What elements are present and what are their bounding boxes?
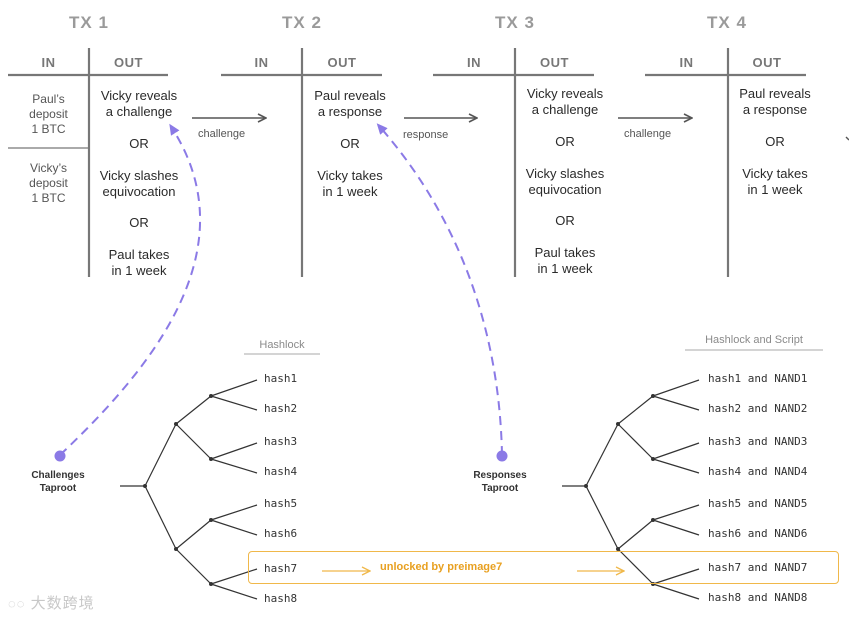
responses-root-dot <box>496 450 508 462</box>
tx2-title: TX 2 <box>282 13 322 32</box>
watermark-text: 大数跨境 <box>30 595 95 612</box>
challenges-merkle-tree <box>120 379 258 600</box>
hashlock-header: Hashlock <box>259 339 305 351</box>
challenges-root-dot <box>54 450 66 462</box>
tx3-title: TX 3 <box>495 13 535 32</box>
tx2-or-1: OR <box>340 136 360 151</box>
tx4-table-lines <box>645 48 806 277</box>
unlock-label: unlocked by preimage7 <box>380 561 503 573</box>
tx1-in-header: IN <box>41 55 56 70</box>
response-leaf-3: hash3 and NAND3 <box>708 435 808 448</box>
tx1-out-header: OUT <box>114 55 143 70</box>
challenge-leaf-3: hash3 <box>264 435 298 448</box>
tx3-or-1: OR <box>555 134 575 149</box>
unlock-highlight-box <box>248 551 839 584</box>
tx2-out-header: OUT <box>327 55 357 70</box>
tx1-input-vickys-deposit: Vicky’s deposit 1 BTC <box>29 161 68 205</box>
response-leaf-2: hash2 and NAND2 <box>708 402 808 415</box>
response-leaf-1: hash1 and NAND1 <box>708 372 808 385</box>
challenges-tree-nodes <box>143 394 213 586</box>
challenge-leaf-6: hash6 <box>264 527 298 540</box>
tx1-table-lines <box>8 48 168 277</box>
tx4-or-1: OR <box>765 134 785 149</box>
tx1-title: TX 1 <box>69 13 109 32</box>
edge-label-challenge-1: challenge <box>198 128 246 140</box>
tx2-in-header: IN <box>254 55 269 70</box>
hashlock-script-header: Hashlock and Script <box>705 334 803 346</box>
tx1-input-pauls-deposit: Paul’s deposit 1 BTC <box>29 92 68 136</box>
challenge-leaf-2: hash2 <box>264 402 298 415</box>
challenge-leaf-8: hash8 <box>264 592 298 605</box>
responses-merkle-tree <box>562 379 700 600</box>
tx2-table-lines <box>221 48 382 277</box>
response-leaf-8: hash8 and NAND8 <box>708 591 808 604</box>
tx3-table-lines <box>433 48 594 277</box>
tx4-title: TX 4 <box>707 13 747 32</box>
challenge-leaf-4: hash4 <box>264 465 298 478</box>
challenge-leaf-7: hash7 <box>264 562 298 575</box>
edge-label-response: response <box>403 129 449 141</box>
watermark: ◌◌ 大数跨境 <box>8 592 95 613</box>
watermark-logo-icon: ◌◌ <box>8 596 26 611</box>
challenge-leaf-1: hash1 <box>264 372 298 385</box>
tx4-out-header: OUT <box>752 55 782 70</box>
tx4-in-header: IN <box>679 55 694 70</box>
tx1-or-1: OR <box>129 136 149 151</box>
tx3-out-header: OUT <box>540 55 569 70</box>
response-leaf-5: hash5 and NAND5 <box>708 497 808 510</box>
response-leaf-4: hash4 and NAND4 <box>708 465 808 478</box>
tx1-or-2: OR <box>129 215 149 230</box>
responses-tree-nodes <box>584 394 655 586</box>
response-dashed-arrow <box>376 123 503 456</box>
challenge-leaf-5: hash5 <box>264 497 298 510</box>
challenge-dashed-arrow <box>59 123 201 456</box>
edge-label-challenge-2: challenge <box>624 128 672 140</box>
response-leaf-6: hash6 and NAND6 <box>708 527 808 540</box>
response-leaf-7: hash7 and NAND7 <box>708 561 808 574</box>
tx3-in-header: IN <box>467 55 481 70</box>
tx3-or-2: OR <box>555 213 575 228</box>
